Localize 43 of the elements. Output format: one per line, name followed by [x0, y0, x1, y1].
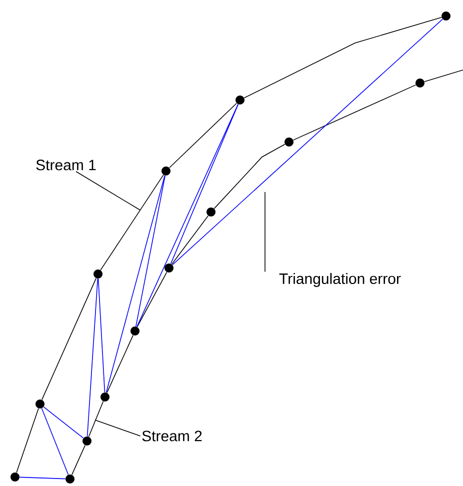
stream-line — [169, 102, 238, 168]
point-dot — [82, 436, 92, 446]
stream-line — [88, 400, 104, 438]
leader-line — [264, 192, 266, 272]
point-dot — [206, 208, 216, 216]
point-dot — [236, 96, 244, 104]
triangulation-line — [172, 18, 443, 266]
point-dot — [442, 12, 450, 20]
point-dot — [36, 400, 44, 408]
point-dot — [416, 78, 424, 88]
triangulation-line — [19, 476, 66, 480]
triangulation-line — [43, 406, 84, 438]
stream-line — [72, 444, 86, 476]
triangulation-line — [41, 408, 69, 476]
text-label: Triangulation error — [279, 273, 401, 287]
triangulation-line — [106, 175, 166, 393]
leader-line — [94, 420, 141, 436]
point-dot — [284, 138, 294, 146]
stream-line — [136, 272, 168, 328]
point-dot — [162, 166, 170, 176]
triangulation-line — [136, 104, 238, 328]
point-dot — [130, 326, 140, 336]
point-dot — [10, 472, 20, 482]
point-dot — [94, 270, 102, 278]
triangulation-line — [170, 104, 239, 264]
text-label: Stream 1 — [36, 160, 96, 170]
stream-line — [292, 84, 416, 140]
triangulation-line — [98, 278, 106, 393]
stream-line — [214, 144, 286, 209]
stream-line — [171, 215, 209, 265]
stream-line — [424, 70, 463, 82]
point-dot — [100, 392, 110, 402]
leader-line — [76, 171, 140, 210]
stream-line — [106, 334, 134, 394]
triangulation-line — [136, 175, 166, 327]
triangulation-line — [86, 278, 98, 437]
stream-line — [244, 16, 442, 98]
text-label: Stream 2 — [142, 430, 202, 442]
stream-line — [42, 278, 96, 400]
stream-line — [100, 174, 164, 270]
point-dot — [66, 474, 74, 484]
stream-line — [16, 408, 39, 473]
point-dot — [164, 264, 174, 272]
